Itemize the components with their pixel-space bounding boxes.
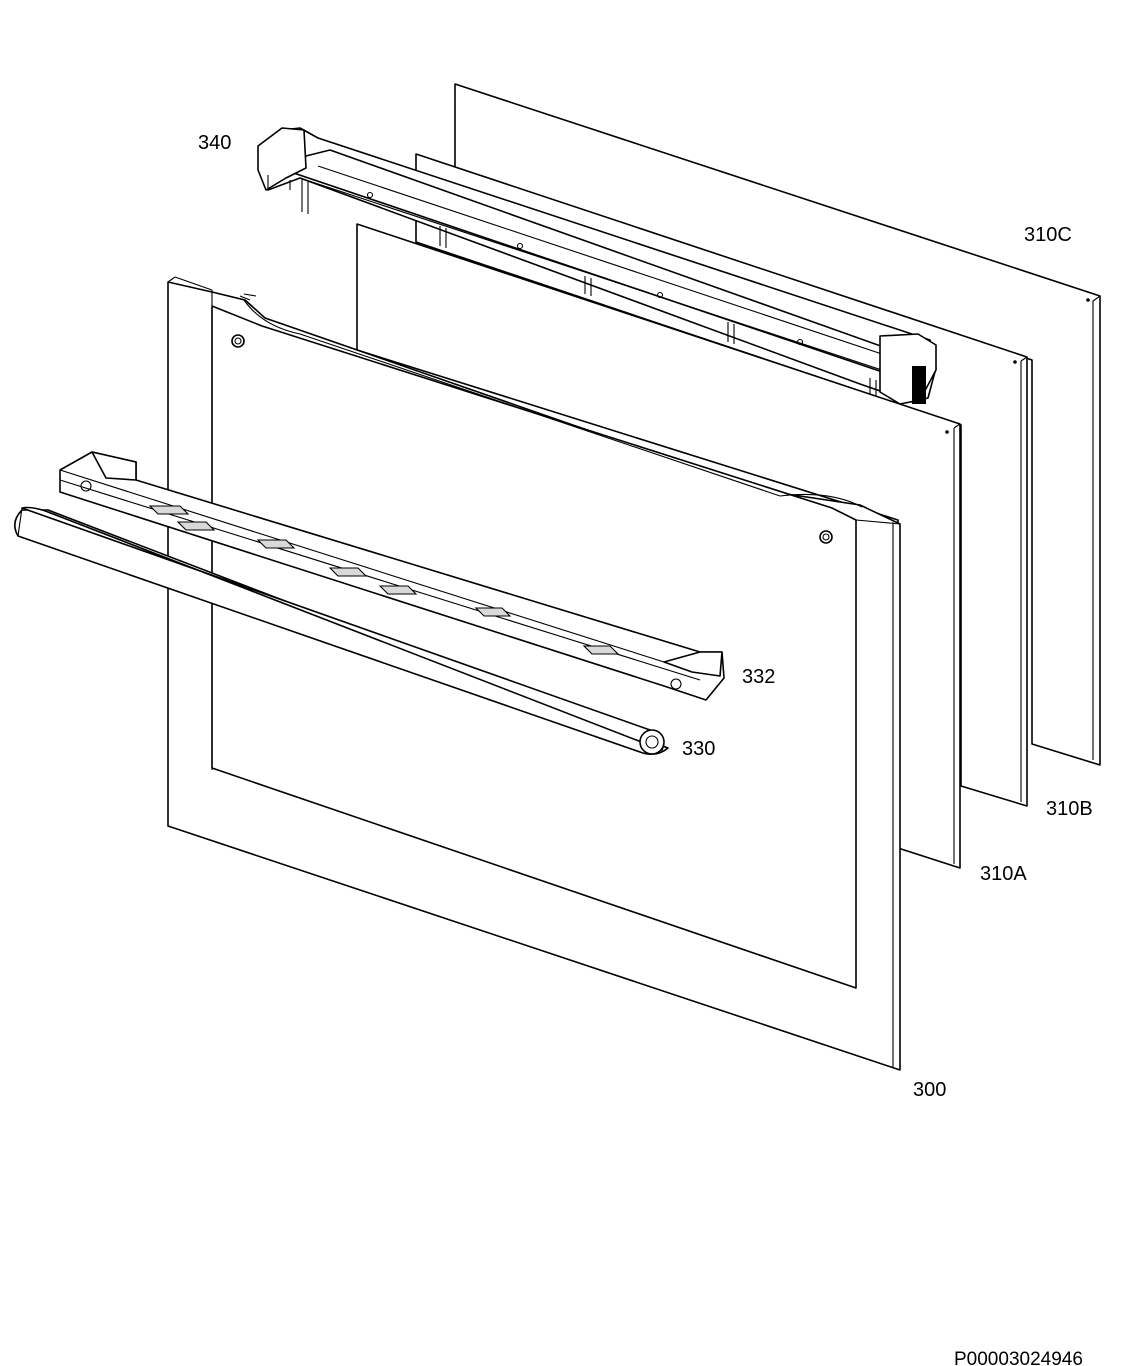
document-code: P00003024946 [954, 1349, 1083, 1366]
handle-tube-330 [14, 506, 669, 756]
callout-330: 330 [682, 738, 716, 760]
door-frame-300 [167, 276, 901, 1071]
callout-310b: 310B [1046, 798, 1093, 820]
top-profile-340 [257, 127, 937, 406]
callout-300: 300 [913, 1079, 947, 1101]
handle-support-332 [59, 451, 725, 701]
callout-332: 332 [742, 666, 776, 688]
callout-340: 340 [198, 132, 232, 154]
callout-310c: 310C [1024, 224, 1072, 246]
glass-pane-310b [415, 153, 1028, 807]
callout-310a: 310A [980, 863, 1027, 885]
